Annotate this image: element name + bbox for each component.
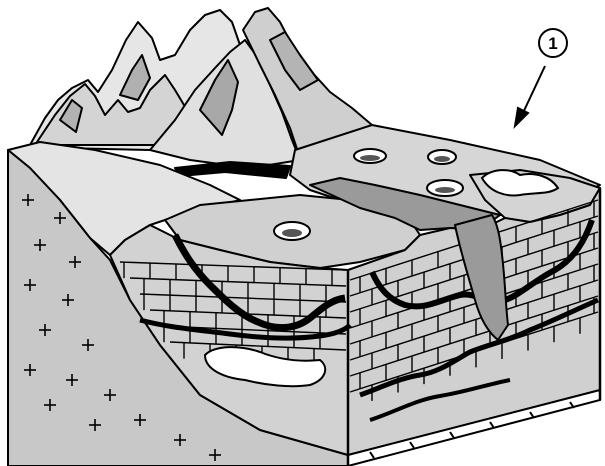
mountain-shading-2 (119, 54, 151, 101)
bedrock-cross-icon (62, 294, 74, 306)
mountain-shading-1 (199, 59, 239, 136)
callout-circle (538, 28, 568, 58)
bedrock-cross-icon (82, 339, 94, 351)
bedrock-cross-icon (66, 374, 78, 386)
mountain-shading-4 (59, 99, 83, 133)
cave-chamber (204, 346, 327, 388)
bedrock-cross-icon (174, 434, 186, 446)
collapse-doline (480, 169, 560, 197)
bedrock-cross-icon (104, 389, 116, 401)
mountain-base-shadow (174, 161, 291, 179)
callout-1: 1 (513, 28, 568, 129)
bedrock-cross-icon (34, 239, 46, 251)
bedrock-crosses (22, 194, 221, 461)
bedrock-cross-icon (69, 256, 81, 268)
bedrock-cross-icon (209, 449, 221, 461)
cave-passage-front (171, 233, 346, 331)
bedrock-cross-icon (44, 399, 56, 411)
callout-number: 1 (548, 34, 557, 53)
cave-passage-deep (359, 297, 599, 398)
arrow-icon (513, 65, 546, 129)
bedrock-cross-icon (24, 279, 36, 291)
bedrock-cross-icon (39, 324, 51, 336)
block-outline (346, 188, 602, 466)
bedrock-cross-icon (22, 194, 34, 206)
cave-system (139, 214, 599, 422)
cave-passage-lower (139, 317, 352, 341)
bedrock-cross-icon (54, 212, 66, 224)
cave-passage-deep-2 (369, 378, 511, 422)
bedrock-cross-icon (89, 419, 101, 431)
sinkholes (273, 148, 560, 241)
karst-shaft (454, 214, 509, 341)
bedrock-cross-icon (24, 364, 36, 376)
bedrock-cross-icon (134, 414, 146, 426)
mountain-shading-3 (269, 31, 319, 91)
mountain-range (29, 7, 373, 179)
